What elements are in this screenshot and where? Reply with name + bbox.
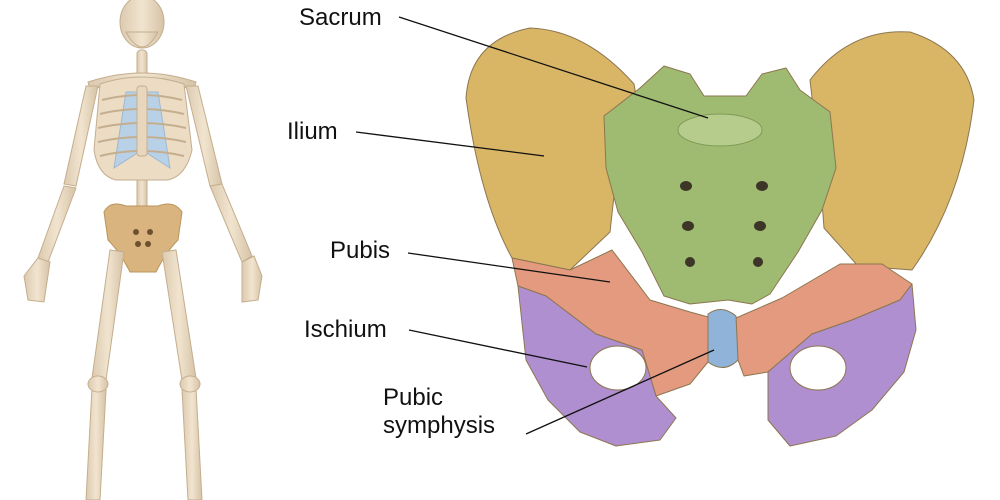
- leader-lines: [355, 16, 715, 435]
- right-knee: [179, 375, 201, 393]
- skeleton-illustration: [23, 0, 263, 500]
- sacrum: [603, 65, 837, 305]
- left-hand: [23, 257, 51, 303]
- sacral-foramina: [680, 181, 768, 267]
- jaw: [125, 31, 159, 48]
- obturator-foramen-right: [789, 345, 847, 391]
- left-tibia: [85, 387, 107, 500]
- left-forearm: [37, 185, 77, 263]
- leader-sacrum: [398, 16, 709, 119]
- ilium-right: [809, 31, 975, 271]
- right-femur: [161, 249, 197, 381]
- leader-ischium: [408, 329, 588, 368]
- leader-ilium: [355, 131, 545, 157]
- left-femur: [91, 249, 125, 381]
- pelvis-illustration: [465, 27, 975, 447]
- sternum: [136, 85, 148, 157]
- right-tibia: [181, 387, 203, 500]
- label-pubis: Pubis: [330, 237, 391, 264]
- right-forearm: [209, 183, 253, 263]
- obturator-foramen-left: [589, 345, 647, 391]
- label-sacrum: Sacrum: [299, 4, 382, 31]
- ilium-left: [465, 27, 641, 271]
- pubic-symphysis: [707, 309, 739, 368]
- right-upper-arm: [185, 85, 223, 187]
- left-knee: [87, 375, 109, 393]
- label-pubic-symphysis-line2: symphysis: [383, 412, 496, 439]
- leader-pubis: [407, 252, 611, 283]
- label-pubic-symphysis: Pubic symphysis: [383, 384, 523, 440]
- leader-pubic-symphysis: [525, 349, 715, 435]
- label-pubic-symphysis-line1: Pubic: [383, 384, 444, 411]
- label-ischium: Ischium: [304, 316, 387, 343]
- sacral-promontory: [677, 113, 763, 147]
- label-ilium: Ilium: [287, 118, 338, 145]
- left-upper-arm: [63, 85, 99, 187]
- right-hand: [241, 255, 263, 303]
